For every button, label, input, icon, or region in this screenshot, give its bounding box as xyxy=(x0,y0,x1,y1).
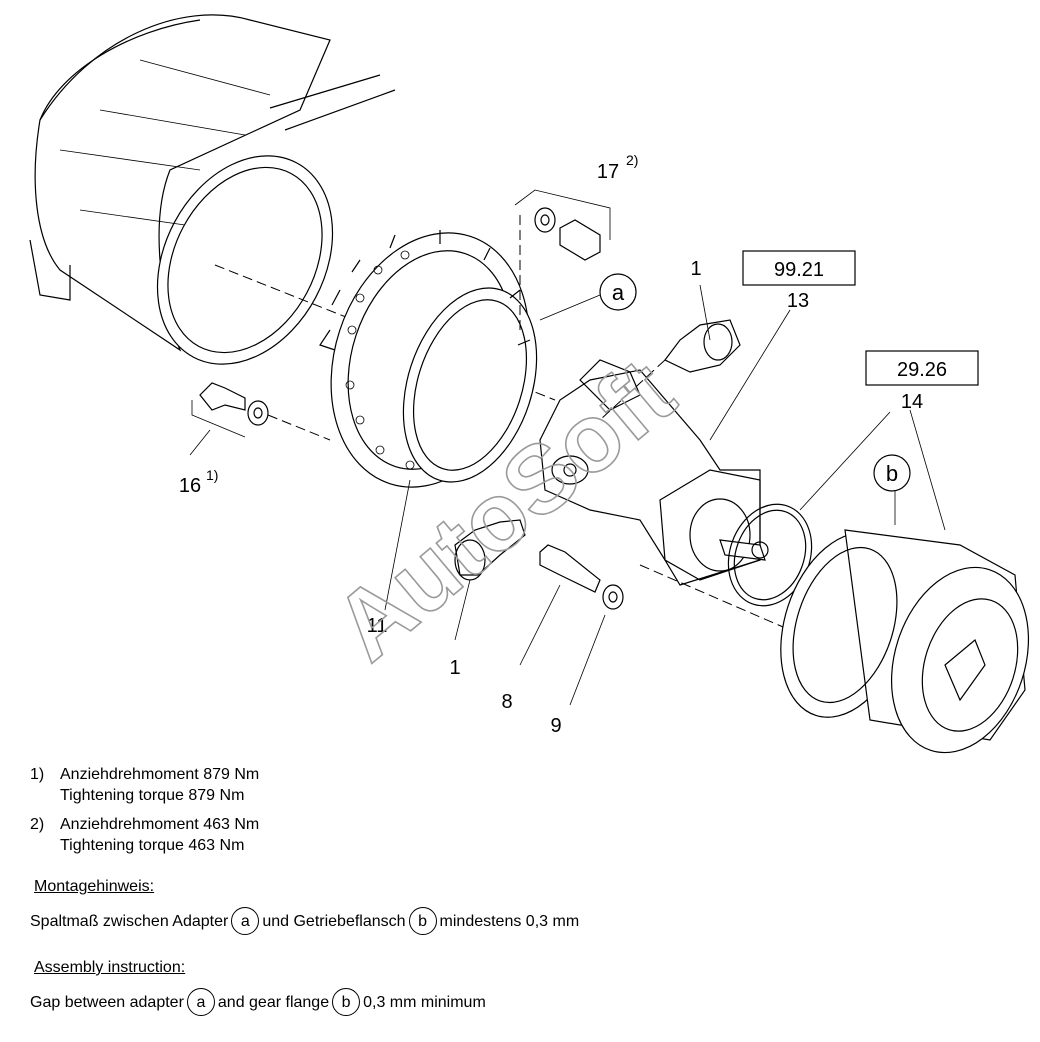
assembly-de-letter-b: b xyxy=(408,907,437,935)
bolt-8 xyxy=(539,544,601,593)
assembly-de-letter-a: a xyxy=(231,907,260,935)
footnote-1-number: 1) xyxy=(30,766,45,783)
notes-section: 1) Anziehdrehmoment 879 Nm Tightening to… xyxy=(30,764,1010,1026)
leader-lines xyxy=(384,284,946,706)
assembly-heading-en: Assembly instruction: xyxy=(34,959,186,976)
callout-1-bottom: 1 xyxy=(449,657,460,679)
assembly-en-part2: and gear flange xyxy=(217,993,330,1011)
assembly-en-part1: Gap between adapter xyxy=(30,993,184,1011)
assembly-line-de: Spaltmaß zwischen Adapter a und Getriebe… xyxy=(30,907,1010,935)
ref-box-13-text: 99.21 xyxy=(774,259,824,281)
footnote-2-number: 2) xyxy=(30,816,45,833)
plug-1-top xyxy=(599,319,741,421)
footnote-1-en: Tightening torque 879 Nm xyxy=(60,787,245,804)
callout-13: 13 xyxy=(787,290,809,312)
callout-14: 14 xyxy=(901,391,923,413)
bolt-16 xyxy=(189,382,331,456)
callout-9: 9 xyxy=(550,715,561,737)
ref-box-13 xyxy=(742,250,856,286)
adapter-ring xyxy=(319,230,538,488)
exploded-parts-diagram: 99.21 29.26 a b 1 13 14 17 2) 16 1) 11 1… xyxy=(29,14,1030,754)
gearbox xyxy=(780,529,1030,754)
assembly-de-part2: und Getriebeflansch xyxy=(262,912,406,930)
assembly-de-part1: Spaltmaß zwischen Adapter xyxy=(30,912,229,930)
housing-drum xyxy=(29,14,556,401)
callout-16-sup: 1) xyxy=(206,467,218,483)
footnote-1-de: Anziehdrehmoment 879 Nm xyxy=(60,766,260,783)
ref-box-14 xyxy=(865,350,979,386)
callout-17-sup: 2) xyxy=(626,152,638,168)
footnote-2: 2) Anziehdrehmoment 463 Nm Tightening to… xyxy=(30,814,1010,856)
callout-17: 17 xyxy=(597,161,619,183)
assembly-heading-de: Montagehinweis: xyxy=(34,878,155,895)
letter-b: b xyxy=(886,461,898,486)
letter-a: a xyxy=(612,280,625,305)
callout-8: 8 xyxy=(501,691,512,713)
callout-1-top: 1 xyxy=(690,258,701,280)
assembly-en-letter-a: a xyxy=(186,988,215,1016)
assembly-en-letter-b: b xyxy=(332,988,361,1016)
plug-1-bottom xyxy=(454,519,526,581)
washer-9 xyxy=(602,584,624,610)
footnote-2-de: Anziehdrehmoment 463 Nm xyxy=(60,816,260,833)
letter-a-circle xyxy=(599,273,637,311)
callout-16: 16 xyxy=(179,475,201,497)
letter-b-circle xyxy=(873,454,911,492)
callout-11: 11 xyxy=(367,615,388,637)
assembly-de-part3: mindestens 0,3 mm xyxy=(439,912,580,930)
assembly-en-part3: 0,3 mm minimum xyxy=(363,993,486,1011)
hydraulic-motor xyxy=(539,359,791,631)
ref-box-14-text: 29.26 xyxy=(897,359,947,381)
footnote-1: 1) Anziehdrehmoment 879 Nm Tightening to… xyxy=(30,764,1010,806)
assembly-line-en: Gap between adapter a and gear flange b … xyxy=(30,988,1010,1016)
footnote-2-en: Tightening torque 463 Nm xyxy=(60,837,245,854)
bolt-17 xyxy=(514,189,611,330)
